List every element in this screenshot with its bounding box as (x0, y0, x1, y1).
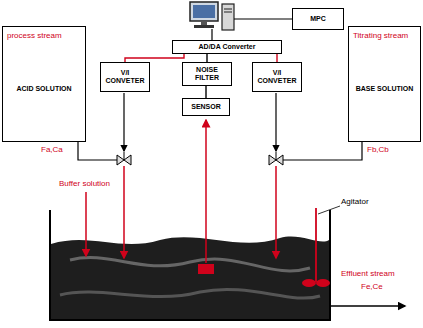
signal-wire (125, 54, 184, 62)
part-label: Agitator (340, 198, 370, 207)
effluent-arrow (330, 305, 405, 307)
signal-arrow (275, 93, 276, 151)
liquid (51, 236, 329, 319)
node-text: ACID SOLUTION (16, 85, 71, 93)
filter-box: NOISE FILTER (182, 62, 232, 86)
node-text: MPC (310, 15, 326, 23)
signal-arrow (123, 93, 124, 151)
control-valve (117, 152, 131, 165)
stream-label: Buffer solution (58, 180, 111, 189)
sensor-probe (198, 264, 214, 274)
reactor-vessel (50, 210, 330, 320)
node-text: SENSOR (191, 103, 221, 111)
signal-wire (276, 54, 277, 62)
signal-wire (205, 86, 206, 98)
converter-box: V/I CONVETER (100, 62, 150, 92)
acid-pipe (78, 142, 117, 160)
control-valve (269, 152, 283, 165)
liquid-texture (60, 289, 320, 298)
sensor-box: SENSOR (182, 98, 230, 116)
leader-line (318, 206, 340, 214)
agitator-symbol (302, 208, 330, 287)
link-wire (234, 18, 292, 19)
controller-box: MPC (292, 8, 344, 30)
node-text: process stream (7, 31, 62, 40)
converter-box: AD/DA Converter (172, 40, 282, 54)
acid-tank: process streamACID SOLUTION (2, 26, 86, 142)
node-text: AD/DA Converter (199, 43, 256, 51)
liquid-texture (70, 258, 310, 271)
base-tank: Titrating streamBASE SOLUTION (348, 26, 421, 142)
base-feed (275, 166, 277, 258)
acid-feed (123, 166, 125, 258)
base-pipe (283, 142, 362, 160)
flow-label: Fe,Ce (360, 283, 384, 292)
node-text: V/I CONVETER (104, 69, 146, 85)
flow-label: Fb,Cb (366, 146, 390, 155)
signal-wire (206, 54, 207, 62)
node-text: NOISE FILTER (186, 66, 228, 82)
sensor-signal (205, 120, 207, 263)
flow-label: Fa,Ca (40, 146, 64, 155)
node-text: V/I CONVETER (256, 69, 298, 85)
link-wire (211, 29, 212, 40)
node-text: BASE SOLUTION (356, 85, 414, 93)
converter-box: V/I CONVETER (252, 62, 302, 92)
node-text: Titrating stream (353, 31, 408, 40)
computer-icon (190, 2, 234, 30)
buffer-feed (85, 192, 87, 256)
stream-label: Effluent stream (340, 270, 396, 279)
